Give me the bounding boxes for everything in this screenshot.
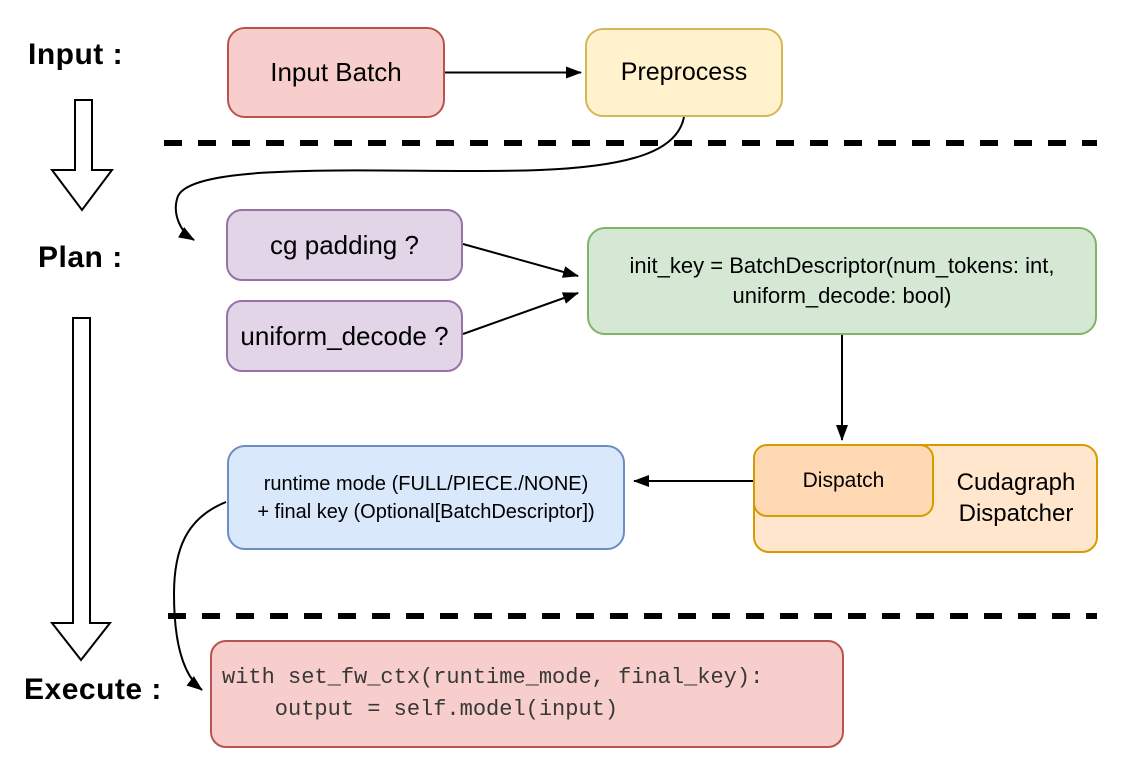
arrow-cg-padding-to-init-key (462, 243, 579, 278)
node-execute-code: with set_fw_ctx(runtime_mode, final_key)… (210, 640, 844, 748)
arrow-uniform-decode-to-init-key (462, 292, 579, 335)
node-label: Preprocess (620, 58, 748, 86)
node-init-key: init_key = BatchDescriptor(num_tokens: i… (587, 227, 1097, 335)
cudagraph-dispatcher-title: Cudagraph Dispatcher (934, 467, 1098, 529)
stage-label-input: Input : (28, 38, 124, 71)
input-to-plan-arrow (50, 99, 114, 212)
stage-label-plan: Plan : (38, 241, 123, 274)
node-label: cg padding ? (270, 229, 419, 260)
node-label-line: Dispatcher (958, 500, 1074, 527)
node-label-line: Cudagraph (956, 469, 1076, 496)
node-label-line: init_key = BatchDescriptor(num_tokens: i… (629, 253, 1055, 278)
node-uniform-decode: uniform_decode ? (226, 300, 463, 372)
code-line: output = self.model(input) (222, 697, 619, 722)
node-runtime-result: runtime mode (FULL/PIECE./NONE) + final … (227, 445, 625, 550)
node-label-line: uniform_decode: bool) (732, 283, 952, 308)
node-label: uniform_decode ? (240, 320, 449, 351)
node-label-line: + final key (Optional[BatchDescriptor]) (257, 500, 595, 523)
node-dispatch: Dispatch (753, 444, 934, 517)
plan-to-execute-arrow (49, 317, 113, 662)
stage-label-execute: Execute : (24, 673, 162, 706)
node-cg-padding: cg padding ? (226, 209, 463, 281)
arrow-runtime-result-to-execute-code (172, 501, 227, 691)
node-label: Dispatch (802, 468, 885, 492)
node-preprocess: Preprocess (585, 28, 783, 117)
node-label: Input Batch (270, 57, 402, 87)
arrow-preprocess-to-cg-padding (174, 116, 685, 241)
node-input-batch: Input Batch (227, 27, 445, 118)
node-label-line: runtime mode (FULL/PIECE./NONE) (263, 472, 589, 495)
code-line: with set_fw_ctx(runtime_mode, final_key)… (222, 665, 764, 690)
